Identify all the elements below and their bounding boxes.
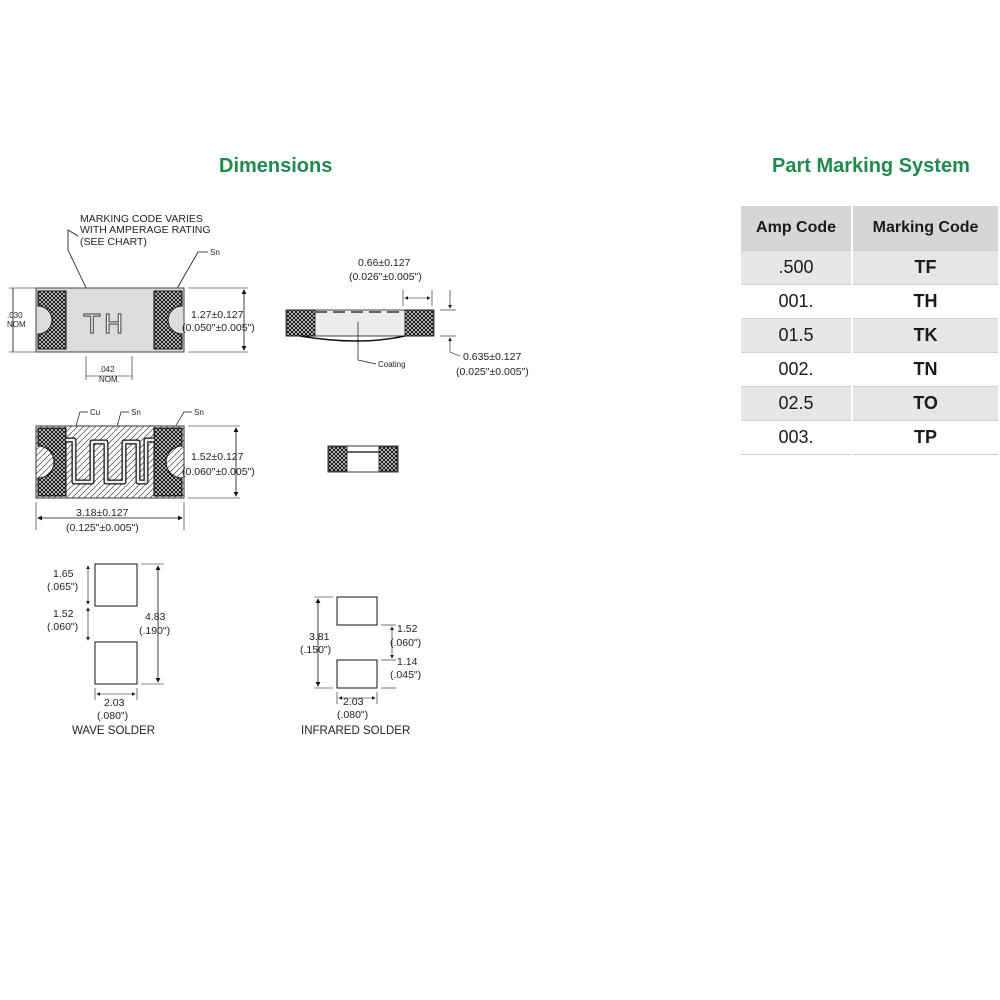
- ir-total-in: (.150"): [300, 644, 331, 656]
- marking-code-cell: TF: [852, 250, 1000, 285]
- ir-pad-bottom: [336, 659, 378, 689]
- marking-code-cell: TP: [852, 420, 1000, 455]
- marking-note-line-2: WITH AMPERAGE RATING: [80, 224, 210, 236]
- amp-code-cell: .500: [741, 250, 854, 285]
- amp-code-cell: 01.5: [741, 318, 854, 353]
- end-view: [327, 445, 399, 473]
- thick-mm-label: 0.635±0.127: [463, 351, 521, 363]
- marking-text: TH: [83, 310, 127, 340]
- ir-width-in: (.080"): [337, 709, 368, 721]
- sn-label-right: Sn: [194, 408, 204, 417]
- h2-mm-label: 1.52±0.127: [191, 451, 244, 463]
- part-marking-title: Part Marking System: [772, 155, 970, 177]
- table-row: 01.5 TK: [741, 318, 1000, 353]
- marking-code-header: Marking Code: [852, 206, 1000, 251]
- w-end-mm-label: 0.66±0.127: [358, 257, 411, 269]
- ir-pad-top: [336, 596, 378, 626]
- side-view: 0.66±0.127 (0.026"±0.005") Coating 0.635…: [285, 257, 529, 378]
- table-header-row: Amp Code Marking Code: [741, 206, 1000, 251]
- wave-pad-top: [94, 563, 138, 607]
- wave-gap-mm: 1.52: [53, 608, 74, 620]
- wave-width-in: (.080"): [97, 710, 128, 722]
- amp-code-header: Amp Code: [741, 206, 854, 251]
- amp-code-cell: 001.: [741, 284, 854, 319]
- infrared-solder-label: INFRARED SOLDER: [301, 725, 410, 737]
- height-in-label: .030: [7, 311, 23, 320]
- sn-leader-top: [174, 251, 208, 293]
- wave-total-in: (.190"): [139, 625, 170, 637]
- wave-pad-h-mm: 1.65: [53, 568, 74, 580]
- table-row: 02.5 TO: [741, 386, 1000, 421]
- w-end-in-label: (0.026"±0.005"): [349, 271, 422, 283]
- wave-total-mm: 4.83: [145, 611, 166, 623]
- cu-label: Cu: [90, 408, 100, 417]
- marking-code-cell: TH: [852, 284, 1000, 319]
- marking-code-cell: TN: [852, 352, 1000, 387]
- ir-width-mm: 2.03: [343, 696, 364, 708]
- wave-solder-label: WAVE SOLDER: [72, 725, 155, 737]
- table-row: 002. TN: [741, 352, 1000, 387]
- dimensions-title: Dimensions: [219, 155, 333, 177]
- height-nom-label: NOM: [7, 320, 26, 329]
- thick-in-label: (0.025"±0.005"): [456, 366, 529, 378]
- pad-nom-label: NOM.: [99, 375, 120, 384]
- len-mm-label: 3.18±0.127: [76, 507, 129, 519]
- ir-pad-h-mm: 1.52: [397, 623, 418, 635]
- ir-gap-mm: 1.14: [397, 656, 418, 668]
- marking-leader: [67, 229, 91, 297]
- table-row: .500 TF: [741, 250, 1000, 285]
- amp-code-cell: 02.5: [741, 386, 854, 421]
- table-row: 001. TH: [741, 284, 1000, 319]
- sn-label-mid: Sn: [131, 408, 141, 417]
- ir-pad-h-in: (.060"): [390, 637, 421, 649]
- wave-solder-footprint: 1.65 (.065") 1.52 (.060") 4.83 (.190") 2…: [47, 563, 170, 737]
- h1-in-label: (0.050"±0.005"): [182, 322, 255, 334]
- sn-label-top: Sn: [210, 248, 220, 257]
- top-view: MARKING CODE VARIES WITH AMPERAGE RATING…: [7, 213, 255, 384]
- wave-pad-h-in: (.065"): [47, 581, 78, 593]
- wave-width-mm: 2.03: [104, 697, 125, 709]
- right-end-cap: [153, 290, 183, 350]
- section-view: Cu Sn Sn 1.52±0.127 (0.060"±0.005") 3.18…: [35, 408, 255, 534]
- infrared-solder-footprint: 3.81 (.150") 1.52 (.060") 1.14 (.045") 2…: [300, 596, 421, 737]
- h1-mm-label: 1.27±0.127: [191, 309, 244, 321]
- marking-code-cell: TK: [852, 318, 1000, 353]
- left-end-cap: [37, 290, 67, 350]
- ir-total-mm: 3.81: [309, 631, 330, 643]
- wave-pad-bottom: [94, 641, 138, 685]
- part-marking-table: Amp Code Marking Code .500 TF 001. TH 01…: [741, 206, 1000, 455]
- ir-gap-in: (.045"): [390, 669, 421, 681]
- amp-code-cell: 003.: [741, 420, 854, 455]
- coating-label: Coating: [378, 360, 406, 369]
- wave-gap-in: (.060"): [47, 621, 78, 633]
- pad-in-label: .042: [99, 365, 115, 374]
- table-row: 003. TP: [741, 420, 1000, 455]
- len-in-label: (0.125"±0.005"): [66, 522, 139, 534]
- marking-note-line-3: (SEE CHART): [80, 236, 147, 248]
- h2-in-label: (0.060"±0.005"): [182, 466, 255, 478]
- amp-code-cell: 002.: [741, 352, 854, 387]
- marking-code-cell: TO: [852, 386, 1000, 421]
- marking-note-line-1: MARKING CODE VARIES: [80, 213, 203, 225]
